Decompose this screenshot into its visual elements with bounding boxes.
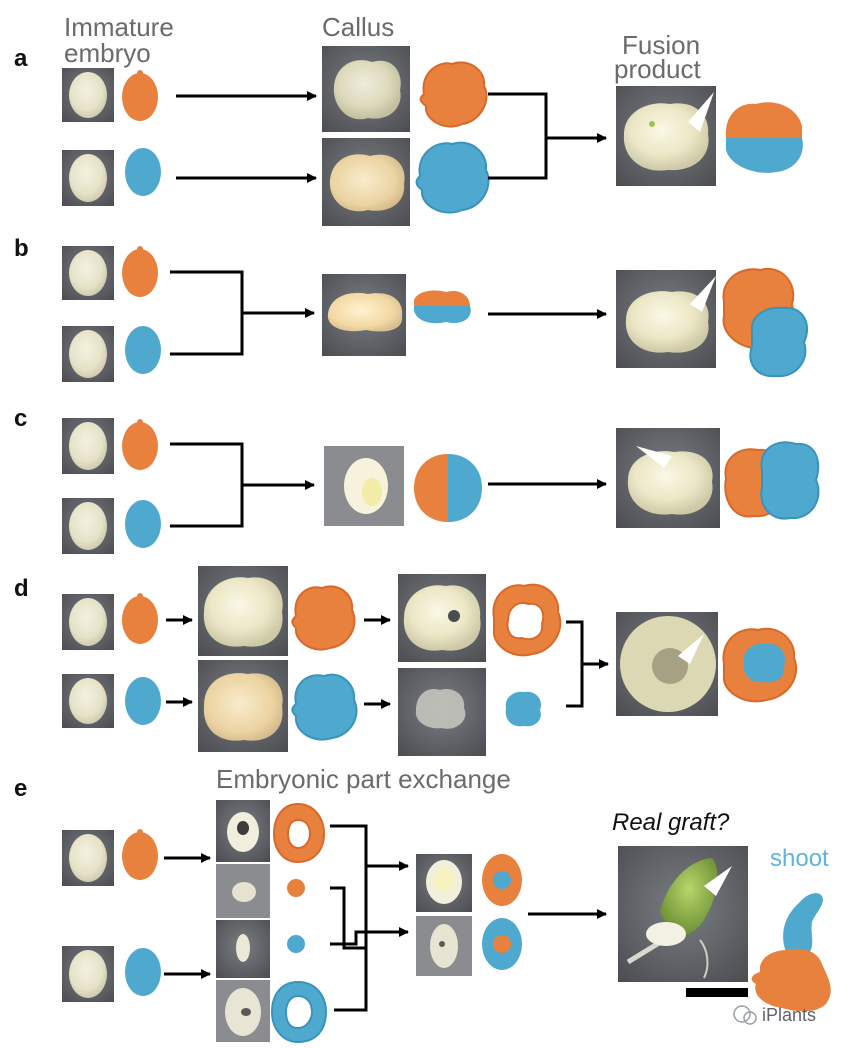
icon-half-orange-blue bbox=[414, 454, 482, 522]
icon-blue-embryo bbox=[125, 500, 161, 548]
label-root: root bbox=[770, 963, 812, 990]
photo-fusion-product bbox=[616, 270, 716, 368]
photo-callus bbox=[322, 138, 410, 226]
panel-label-a: a bbox=[14, 45, 28, 72]
icon-orange-ring bbox=[272, 802, 326, 864]
icon-blue-core bbox=[287, 935, 305, 953]
photo-callus bbox=[198, 566, 288, 656]
photo-stack-top bbox=[216, 800, 270, 1042]
photo-callus bbox=[322, 46, 410, 132]
icon-fusion-side-by-side bbox=[724, 441, 820, 520]
icon-fusion-split bbox=[722, 267, 809, 378]
watermark-text: iPlants bbox=[762, 1005, 816, 1025]
photo-embryo bbox=[62, 246, 114, 300]
icon-blue-embryo bbox=[125, 948, 161, 996]
panel-label-e: e bbox=[14, 775, 27, 802]
icon-blue-ring bbox=[270, 980, 328, 1044]
icon-orange-with-blue-core bbox=[482, 854, 522, 906]
photo-embryo bbox=[62, 674, 114, 728]
icon-orange-embryo bbox=[122, 246, 158, 297]
icon-orange-ring bbox=[492, 583, 562, 657]
photo-callus-ring bbox=[398, 574, 486, 662]
icon-blue-embryo bbox=[125, 677, 161, 725]
panel-label-b: b bbox=[14, 235, 29, 262]
panel-a bbox=[62, 46, 803, 226]
label-shoot: shoot bbox=[770, 845, 829, 872]
icon-fusion-orange-blue bbox=[725, 102, 803, 173]
photo-embryo bbox=[62, 418, 114, 474]
panel-b bbox=[62, 246, 809, 382]
icon-real-graft bbox=[751, 893, 831, 1012]
photo-callus-core bbox=[398, 668, 486, 756]
arrowhead-marker bbox=[690, 276, 716, 312]
photo-exchanged bbox=[416, 854, 472, 976]
photo-embryo bbox=[62, 68, 114, 122]
arrowhead-marker bbox=[678, 634, 704, 664]
icon-orange-embryo bbox=[122, 593, 158, 644]
watermark: iPlants bbox=[733, 1005, 816, 1025]
header-immature-embryo-2: embryo bbox=[64, 38, 151, 68]
photo-embryo bbox=[62, 594, 114, 650]
icon-blue-with-orange-core bbox=[482, 918, 522, 970]
icon-blue-core bbox=[505, 691, 542, 727]
photo-embryo bbox=[62, 150, 114, 206]
photo-callus bbox=[322, 274, 406, 356]
icon-orange-embryo bbox=[122, 70, 158, 121]
icon-blue-embryo bbox=[125, 148, 161, 196]
icon-orange-embryo bbox=[122, 419, 158, 470]
photo-embryo bbox=[62, 946, 114, 1002]
icon-orange-callus bbox=[419, 61, 488, 128]
panel-e: Real graft? shoot root iPlants bbox=[62, 800, 831, 1044]
header-fusion-2: product bbox=[614, 54, 701, 84]
icon-blue-callus bbox=[415, 141, 490, 214]
photo-fusion-product bbox=[616, 612, 718, 716]
icon-orange-core bbox=[287, 879, 305, 897]
header-callus: Callus bbox=[322, 12, 394, 42]
arrowhead-marker bbox=[704, 866, 732, 896]
header-embryonic-part-exchange: Embryonic part exchange bbox=[216, 764, 511, 794]
icon-orange-blue-stacked bbox=[413, 290, 471, 324]
icon-orange-callus bbox=[291, 585, 356, 651]
arrowhead-marker bbox=[636, 446, 672, 468]
arrowhead-marker bbox=[688, 92, 714, 132]
icon-fusion-ring-core bbox=[722, 627, 797, 703]
icon-blue-callus bbox=[291, 673, 358, 741]
photo-embryo-split bbox=[324, 446, 404, 526]
scale-bar bbox=[686, 988, 748, 997]
photo-embryo bbox=[62, 326, 114, 382]
panel-c bbox=[62, 418, 820, 554]
icon-blue-embryo bbox=[125, 326, 161, 374]
photo-embryo bbox=[62, 830, 114, 886]
photo-fusion-product bbox=[616, 428, 720, 528]
label-real-graft: Real graft? bbox=[612, 809, 730, 836]
photo-callus bbox=[198, 660, 288, 752]
photo-embryo bbox=[62, 498, 114, 554]
panel-d bbox=[62, 566, 797, 756]
exchange-connectors bbox=[330, 824, 409, 1012]
photo-fusion-product bbox=[616, 86, 716, 186]
panel-label-c: c bbox=[14, 405, 27, 432]
photo-real-graft bbox=[618, 846, 748, 982]
panel-label-d: d bbox=[14, 575, 29, 602]
icon-orange-embryo bbox=[122, 829, 158, 880]
header-immature-embryo-1: Immature bbox=[64, 12, 174, 42]
header-fusion-1: Fusion bbox=[622, 30, 700, 60]
